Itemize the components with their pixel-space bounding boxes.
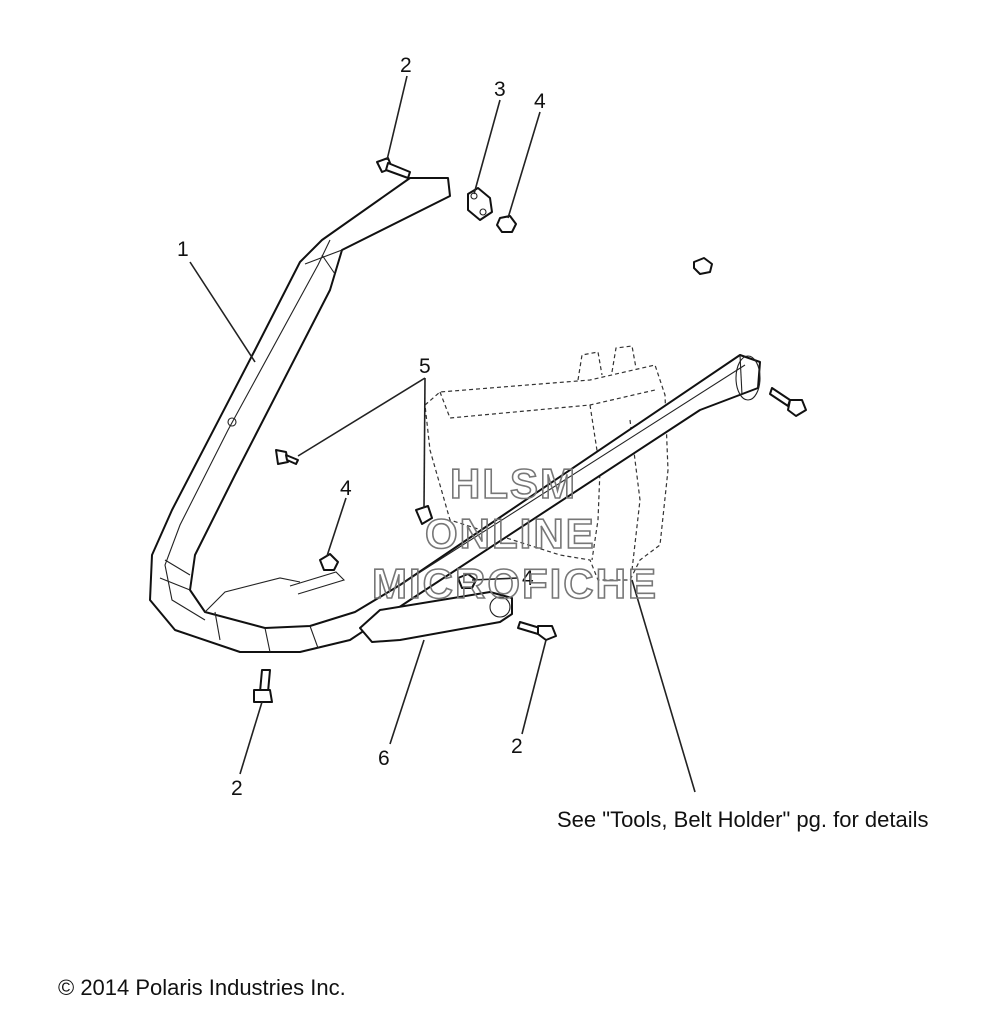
callout-4-top: 4 xyxy=(534,90,546,113)
callout-3: 3 xyxy=(494,78,506,101)
callout-2-bottom-left: 2 xyxy=(231,777,243,800)
belt-holder-note: See "Tools, Belt Holder" pg. for details xyxy=(557,807,928,832)
watermark-line-2: ONLINE xyxy=(425,510,596,557)
bracket xyxy=(467,187,493,221)
callout-1: 1 xyxy=(177,238,189,261)
callout-4-mid: 4 xyxy=(522,567,534,590)
callout-6: 6 xyxy=(378,747,390,770)
callout-2-top: 2 xyxy=(400,54,412,77)
belt-holder-outline xyxy=(424,345,669,581)
watermark: HLSM ONLINE MICROFICHE xyxy=(371,459,658,608)
watermark-line-3: MICROFICHE xyxy=(372,560,658,607)
callout-4-left: 4 xyxy=(340,477,352,500)
callout-labels: 1 2 3 4 5 4 4 6 2 2 xyxy=(177,54,546,800)
brace xyxy=(359,591,513,643)
watermark-line-1: HLSM xyxy=(450,460,577,507)
leader-lines xyxy=(189,75,696,793)
callout-2-bottom-right: 2 xyxy=(511,735,523,758)
bumper-bar xyxy=(149,177,761,653)
fasteners xyxy=(253,157,807,703)
callout-5: 5 xyxy=(419,355,431,378)
copyright: © 2014 Polaris Industries Inc. xyxy=(58,975,346,1000)
